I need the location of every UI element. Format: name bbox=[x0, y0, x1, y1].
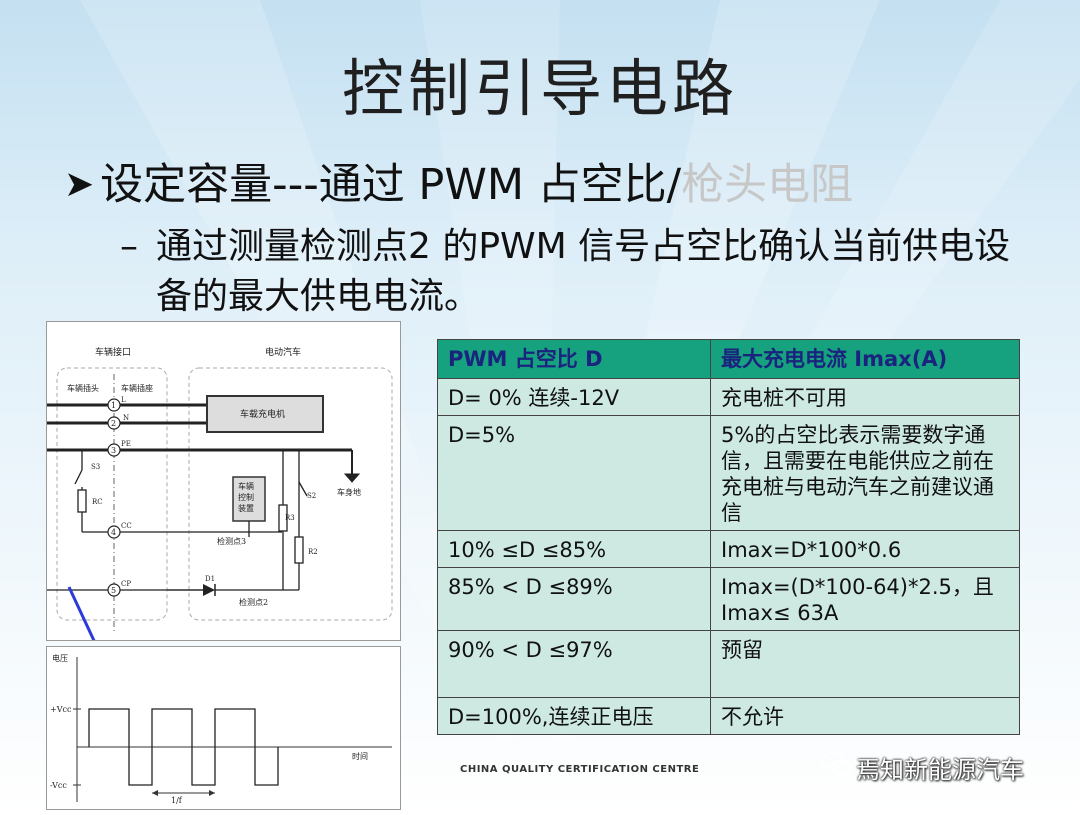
label-ev: 电动汽车 bbox=[265, 346, 301, 358]
waveform-xlabel: 时间 bbox=[352, 751, 368, 761]
label-CC: CC bbox=[121, 522, 132, 530]
table-row: D=100%,连续正电压 不允许 bbox=[437, 697, 1020, 735]
table-cell-imax: 充电桩不可用 bbox=[710, 378, 1020, 416]
label-vehicle-interface: 车辆接口 bbox=[95, 346, 131, 358]
pin-4: 4 bbox=[111, 528, 116, 537]
table-cell-duty: 10% ≤D ≤85% bbox=[437, 530, 711, 568]
label-S3: S3 bbox=[91, 463, 100, 471]
table-cell-imax: 5%的占空比表示需要数字通信，且需要在电能供应之前在充电桩与电动汽车之前建议通信 bbox=[710, 415, 1020, 531]
label-vehicle-plug: 车辆插头 bbox=[67, 383, 99, 393]
waveform-period: 1/f bbox=[171, 796, 183, 805]
arrow-bullet-icon: ➤ bbox=[64, 164, 95, 205]
table-cell-duty: 90% < D ≤97% bbox=[437, 630, 711, 698]
watermark-text: 焉知新能源汽车 bbox=[856, 756, 1024, 784]
pin-1: 1 bbox=[111, 401, 116, 410]
label-PE: PE bbox=[121, 440, 131, 448]
label-CP: CP bbox=[121, 580, 131, 588]
bullet1-faded-text: 枪头电阻 bbox=[681, 160, 854, 210]
pin-5: 5 bbox=[111, 586, 116, 595]
pwm-duty-cycle-table: PWM 占空比 D 最大充电电流 Imax(A) D= 0% 连续-12V 充电… bbox=[437, 339, 1020, 735]
pin-3: 3 bbox=[111, 446, 116, 455]
table-row: 85% < D ≤89% Imax=(D*100-64)*2.5，且Imax≤ … bbox=[437, 567, 1020, 631]
table-cell-duty: D=100%,连续正电压 bbox=[437, 697, 711, 735]
table-row: D= 0% 连续-12V 充电桩不可用 bbox=[437, 378, 1020, 416]
table-row: 10% ≤D ≤85% Imax=D*100*0.6 bbox=[437, 530, 1020, 568]
cqc-logo-text: CHINA QUALITY CERTIFICATION CENTRE bbox=[460, 764, 700, 775]
waveform-vcc-pos: +Vcc bbox=[50, 705, 72, 714]
wechat-icon bbox=[822, 752, 851, 775]
label-onboard-charger: 车载充电机 bbox=[240, 408, 285, 420]
pwm-waveform-diagram: 电压 +Vcc -Vcc 时间 1/f bbox=[46, 646, 401, 810]
table-cell-imax: Imax=D*100*0.6 bbox=[710, 530, 1020, 568]
table-row: D=5% 5%的占空比表示需要数字通信，且需要在电能供应之前在充电桩与电动汽车之… bbox=[437, 415, 1020, 531]
label-vcu-1: 车辆 bbox=[238, 481, 254, 491]
column-header-duty: PWM 占空比 D bbox=[437, 339, 711, 379]
table-cell-duty: D=5% bbox=[437, 415, 711, 531]
label-R2: R2 bbox=[308, 548, 318, 556]
label-N: N bbox=[123, 414, 129, 422]
column-header-imax: 最大充电电流 Imax(A) bbox=[710, 339, 1020, 379]
bullet-set-capacity: ➤设定容量---通过 PWM 占空比/枪头电阻 bbox=[64, 150, 853, 212]
table-cell-imax: 不允许 bbox=[710, 697, 1020, 735]
sub-bullet-text: 通过测量检测点2 的PWM 信号占空比确认当前供电设备的最大供电电流。 bbox=[156, 226, 1011, 317]
label-vcu-3: 装置 bbox=[238, 503, 254, 513]
label-vcu-2: 控制 bbox=[238, 492, 254, 502]
label-S2: S2 bbox=[307, 492, 316, 500]
control-pilot-circuit-diagram: 车辆接口 电动汽车 车辆插头 车辆插座 车载充电机 车身地 车辆 控制 装置 检… bbox=[46, 321, 401, 641]
bullet1-text: 设定容量---通过 PWM 占空比/ bbox=[100, 160, 682, 210]
table-header-row: PWM 占空比 D 最大充电电流 Imax(A) bbox=[437, 339, 1020, 379]
label-RC: RC bbox=[92, 498, 103, 506]
slide-title: 控制引导电路 bbox=[341, 52, 738, 125]
label-detect2: 检测点2 bbox=[239, 597, 268, 607]
label-R3: R3 bbox=[285, 514, 295, 522]
table-cell-duty: D= 0% 连续-12V bbox=[437, 378, 711, 416]
label-chassis-ground: 车身地 bbox=[337, 487, 361, 497]
table-cell-imax: Imax=(D*100-64)*2.5，且Imax≤ 63A bbox=[710, 567, 1020, 631]
table-row: 90% < D ≤97% 预留 bbox=[437, 630, 1020, 698]
waveform-ylabel: 电压 bbox=[52, 653, 68, 663]
table-cell-duty: 85% < D ≤89% bbox=[437, 567, 711, 631]
label-D1: D1 bbox=[205, 575, 215, 583]
dash-bullet: – bbox=[120, 226, 138, 267]
label-L: L bbox=[121, 396, 126, 404]
label-detect3: 检测点3 bbox=[217, 536, 246, 546]
table-cell-imax: 预留 bbox=[710, 630, 1020, 698]
pin-2: 2 bbox=[111, 419, 116, 428]
label-vehicle-socket: 车辆插座 bbox=[121, 383, 153, 393]
waveform-vcc-neg: -Vcc bbox=[50, 781, 67, 790]
